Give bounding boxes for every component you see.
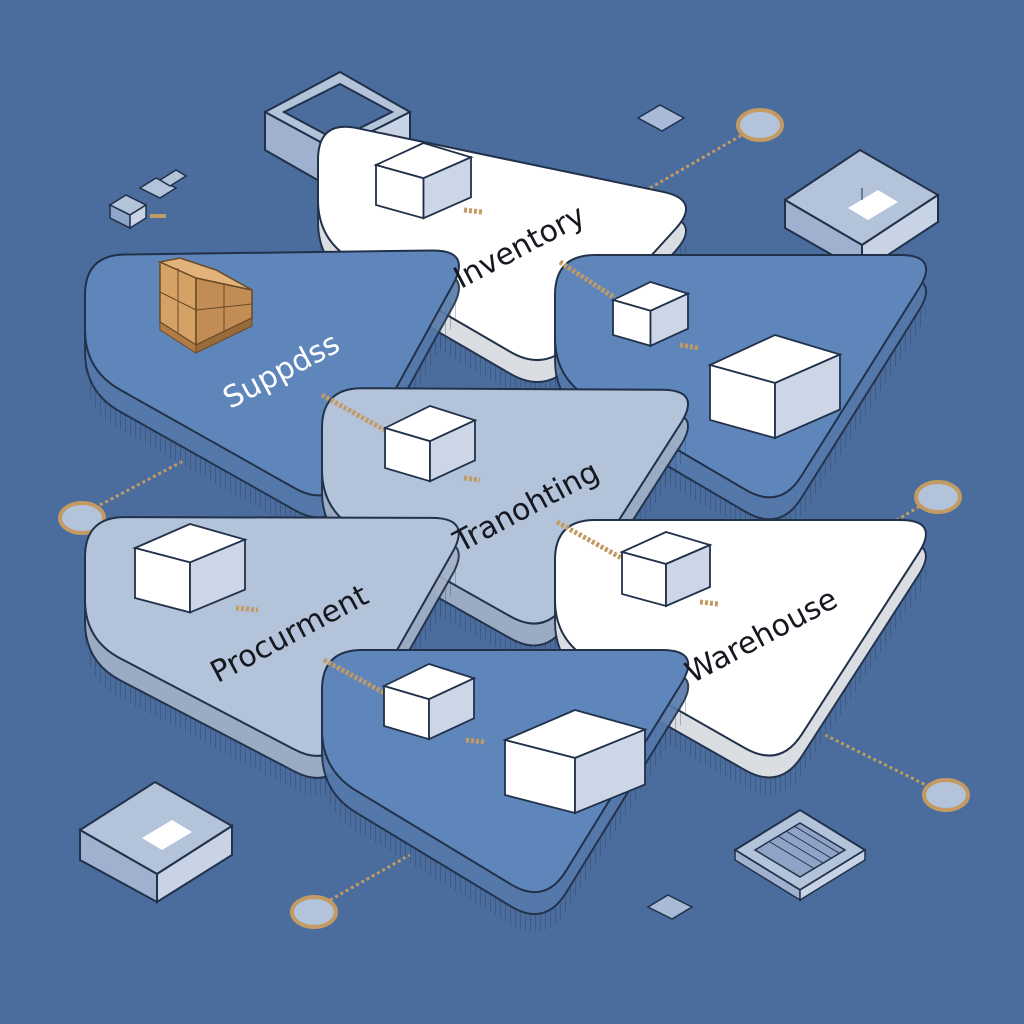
connector-stub (463, 475, 481, 483)
connector-stub (235, 605, 259, 613)
ring-node-icon (914, 480, 962, 514)
connector-stub (555, 519, 627, 563)
small-square-icon (646, 894, 694, 920)
vent-grate-icon (733, 808, 867, 902)
connector-stub (558, 259, 617, 301)
tiny-blocks-icon (108, 169, 188, 230)
box-cube (373, 142, 474, 220)
box-cube (132, 523, 248, 614)
connector-stub (320, 392, 390, 435)
box-cube (381, 663, 477, 741)
box-cube-large (502, 709, 648, 815)
box-cube (382, 405, 478, 483)
panel-device-icon (78, 780, 234, 904)
ring-node-icon (736, 108, 784, 142)
box-cube (610, 281, 691, 348)
connector-stub (463, 207, 483, 215)
connector-stub (465, 737, 485, 745)
small-square-icon (636, 104, 686, 132)
box-cube (619, 531, 713, 608)
connector-stub (322, 657, 390, 698)
ring-node-icon (290, 895, 338, 929)
ring-node-icon (922, 778, 970, 812)
box-cube-large (707, 334, 843, 440)
connector-stub (699, 599, 719, 607)
ring-node-icon (58, 501, 106, 535)
connector-stub (679, 342, 699, 351)
cardboard-boxes-icon (157, 257, 253, 354)
